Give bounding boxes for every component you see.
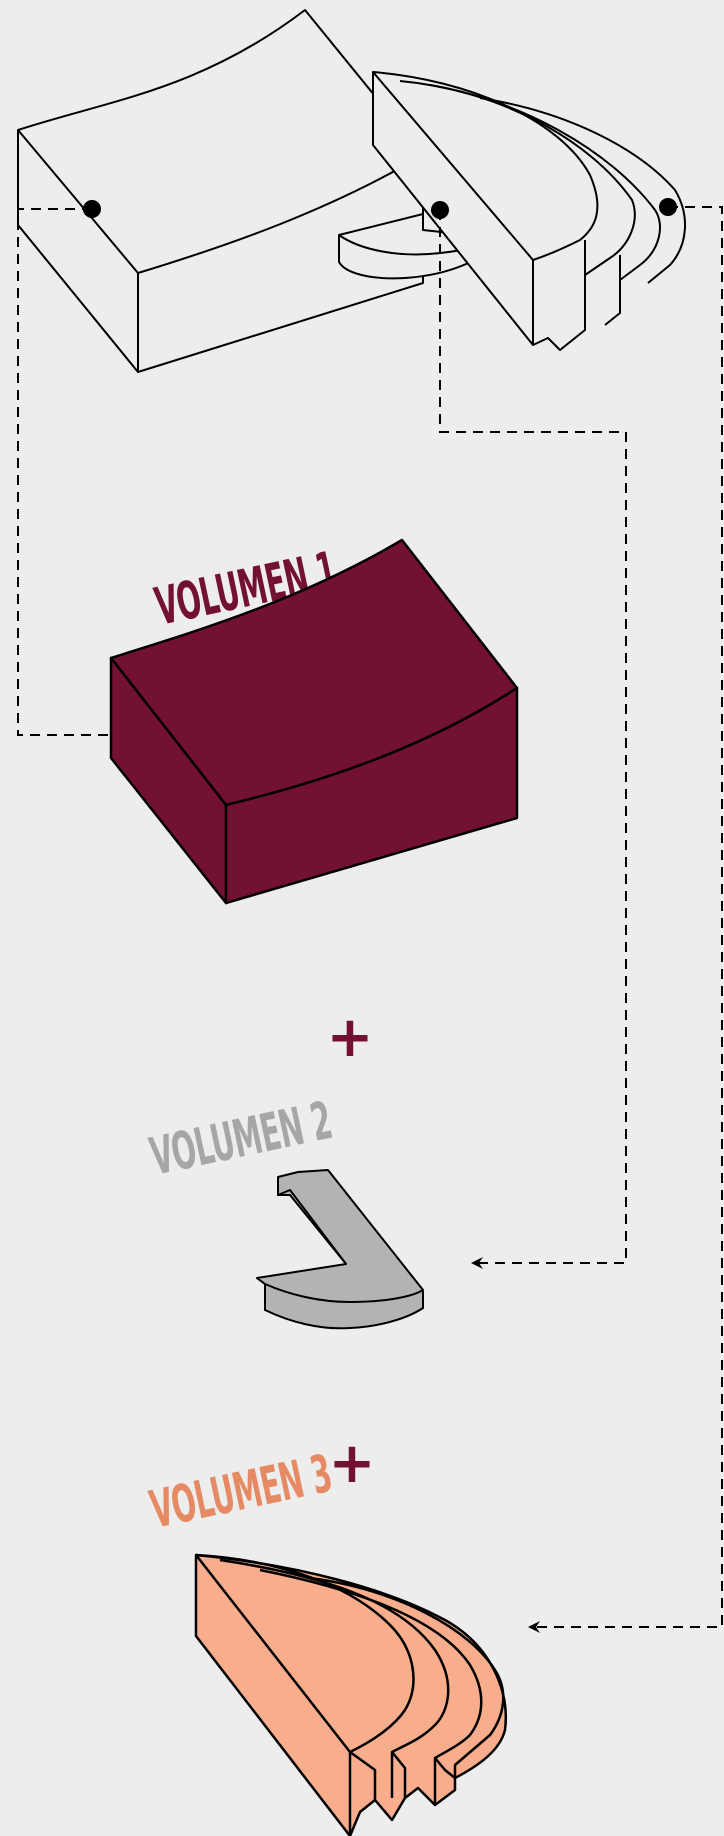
plus-sign-2: + xyxy=(329,1431,376,1496)
assembly-volume3-outline xyxy=(373,72,685,350)
combined-assembly xyxy=(18,10,685,372)
assembly-volume1-outline xyxy=(18,10,423,372)
volume1-group: VOLUMEN 1 xyxy=(111,540,517,903)
volume2-shape xyxy=(257,1170,423,1328)
plus-sign-1: + xyxy=(327,1005,374,1070)
volume2-group: VOLUMEN 2 xyxy=(145,1090,423,1329)
connectors xyxy=(18,207,722,1627)
volume3-shape xyxy=(196,1555,506,1836)
volume3-group: VOLUMEN 3 xyxy=(145,1443,506,1836)
volume3-label: VOLUMEN 3 xyxy=(145,1443,337,1540)
